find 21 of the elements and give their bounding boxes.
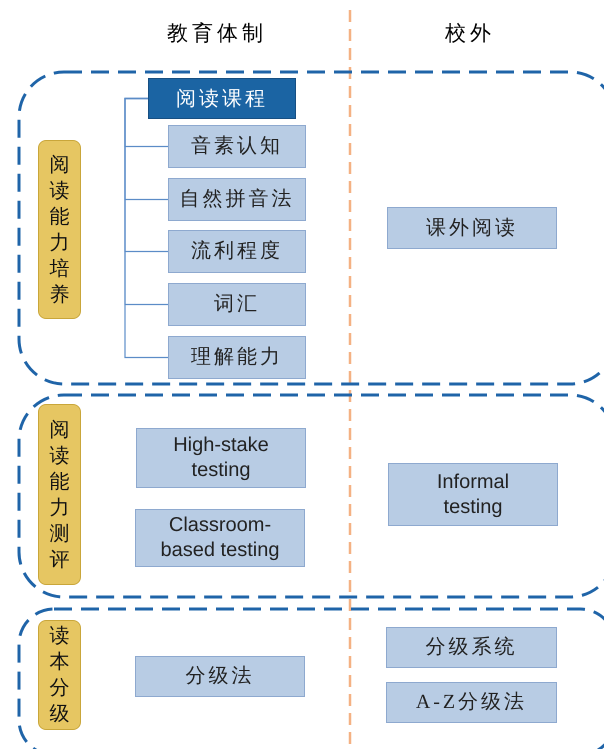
item-box: 分级系统 (386, 627, 557, 668)
section-label: 阅读能力测评 (38, 404, 81, 585)
item-box: 词汇 (168, 283, 306, 326)
item-box: Classroom-based testing (135, 509, 305, 567)
item-box: 流利程度 (168, 230, 306, 273)
item-box: 自然拼音法 (168, 178, 306, 221)
column-heading: 校外 (445, 20, 495, 47)
item-box: Informal testing (388, 463, 558, 526)
tree-connector (124, 98, 168, 358)
item-box: 理解能力 (168, 336, 306, 379)
item-box: 课外阅读 (387, 207, 557, 249)
section-label: 读本分级 (38, 620, 81, 730)
item-box: A-Z分级法 (386, 682, 557, 723)
item-box: 音素认知 (168, 125, 306, 168)
item-box: High-stake testing (136, 428, 306, 488)
section-label: 阅读能力培养 (38, 140, 81, 319)
dashed-panel (17, 607, 604, 749)
item-box: 分级法 (135, 656, 305, 697)
column-heading: 教育体制 (167, 20, 267, 47)
heading-box: 阅读课程 (148, 78, 296, 119)
dashed-panel (17, 393, 604, 599)
